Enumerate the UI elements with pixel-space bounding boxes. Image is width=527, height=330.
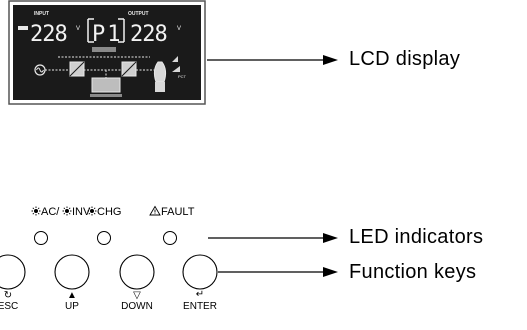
arrow-down-icon: ▽ — [133, 290, 141, 301]
led-ac-inv — [34, 231, 48, 245]
lcd-load-base — [155, 82, 165, 92]
lcd-percent-label: PCT — [178, 74, 187, 79]
led-label-ac: AC/ — [41, 206, 60, 218]
lcd-output-unit: V — [177, 26, 181, 32]
key-esc-label: ESC — [0, 301, 19, 312]
sun-icon — [62, 206, 72, 216]
refresh-icon: ↻ — [3, 290, 13, 301]
enter-icon: ↵ — [195, 289, 205, 300]
keys-callout-arrowhead — [323, 267, 338, 277]
lcd-battery-icon — [91, 77, 121, 93]
lcd-mode-value: P1 — [92, 22, 123, 47]
lcd-input-value: 228 — [30, 22, 67, 47]
led-label-fault: FAULT — [161, 206, 195, 218]
lcd-mode-bracket — [87, 18, 125, 43]
led-chg — [97, 231, 111, 245]
key-enter[interactable] — [182, 254, 218, 290]
sun-icon — [87, 206, 97, 216]
led-callout-arrowhead — [323, 233, 338, 243]
lcd-input-unit: V — [76, 26, 80, 32]
lcd-load-bars — [172, 56, 180, 72]
key-down-label: DOWN — [121, 301, 153, 312]
keys-callout-label: Function keys — [349, 261, 477, 283]
lcd-callout-arrowhead — [323, 55, 338, 65]
key-enter-label: ENTER — [183, 301, 217, 312]
warning-triangle-icon — [149, 205, 161, 216]
led-fault — [163, 231, 177, 245]
lcd-output-label: OUTPUT — [128, 11, 149, 17]
lcd-callout-label: LCD display — [349, 48, 461, 70]
arrow-up-icon: ▲ — [67, 290, 77, 301]
lcd-battery-base — [90, 94, 122, 97]
key-up[interactable] — [54, 254, 90, 290]
key-up-label: UP — [65, 301, 79, 312]
led-label-inv: INV — [72, 206, 91, 218]
lcd-load-icon — [153, 61, 167, 83]
lcd-input-mark — [18, 26, 28, 30]
led-label-chg: CHG — [97, 206, 122, 218]
lcd-mode-badge — [92, 47, 116, 52]
led-callout-label: LED indicators — [349, 226, 484, 248]
lcd-input-label: INPUT — [34, 11, 49, 17]
key-esc[interactable] — [0, 254, 26, 290]
lcd-output-value: 228 — [130, 22, 167, 47]
key-down[interactable] — [119, 254, 155, 290]
lcd-ac-wave-icon — [36, 67, 44, 73]
sun-icon — [31, 206, 41, 216]
lcd-inverter-slash — [121, 61, 137, 77]
lcd-rectifier-slash — [69, 61, 85, 77]
